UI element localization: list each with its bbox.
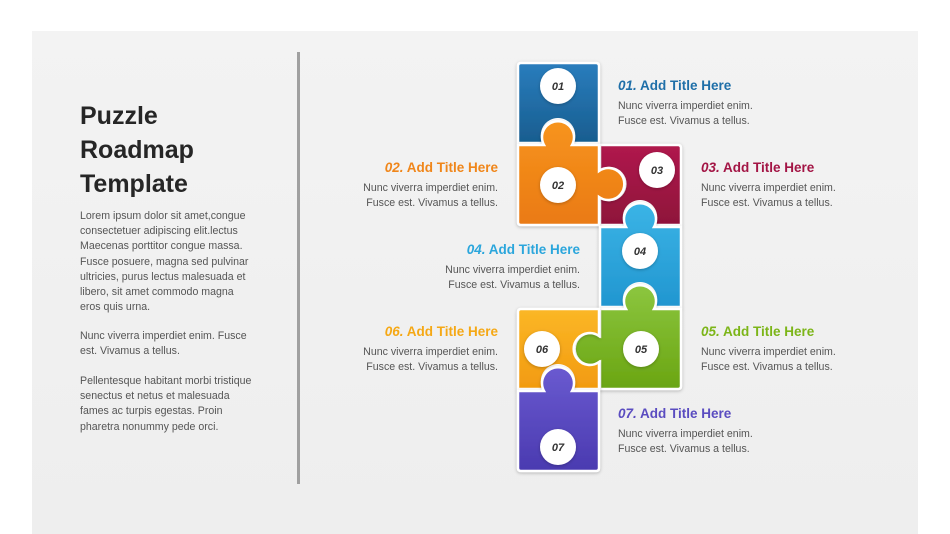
svg-text:06: 06 [536, 344, 549, 356]
step-01-title: 01. Add Title Here [618, 78, 731, 93]
step-04-title: 04. Add Title Here [467, 242, 580, 257]
text-line: libero, sit amet commodo magna [80, 286, 234, 299]
step-title-text: Add Title Here [723, 160, 815, 175]
text-line: Nunc viverra imperdiet enim. [363, 182, 498, 194]
text-line: ultricies, purus lectus malesuada et [80, 270, 246, 283]
text-line: Nunc viverra imperdiet enim. Fusce [80, 330, 247, 342]
step-05-description: Nunc viverra imperdiet enim. Fusce est. … [701, 345, 836, 375]
text-line: Fusce est. Vivamus a tellus. [366, 361, 498, 373]
text-line: consectetuer adipiscing elit.lectus [80, 225, 238, 238]
number-badge-04: 04 [622, 233, 658, 269]
step-07-title: 07. Add Title Here [618, 406, 731, 421]
vertical-divider [297, 52, 300, 484]
step-02-title: 02. Add Title Here [385, 160, 498, 175]
title-line: Roadmap [80, 136, 194, 164]
text-line: Fusce est. Vivamus a tellus. [701, 197, 833, 209]
step-number: 05. [701, 324, 720, 339]
step-title-text: Add Title Here [406, 160, 498, 175]
number-badge-02: 02 [540, 167, 576, 203]
svg-text:03: 03 [651, 165, 663, 177]
svg-text:04: 04 [634, 246, 646, 258]
svg-text:02: 02 [552, 180, 564, 192]
text-line: est. Vivamus a tellus. [80, 345, 180, 358]
page-title: Puzzle Roadmap Template [80, 99, 280, 201]
step-number: 03. [701, 160, 720, 175]
text-line: Fusce est. Vivamus a tellus. [366, 197, 498, 209]
step-05-title: 05. Add Title Here [701, 324, 814, 339]
number-badge-01: 01 [540, 68, 576, 104]
title-line: Puzzle [80, 102, 158, 130]
step-06-description: Nunc viverra imperdiet enim. Fusce est. … [363, 345, 498, 375]
text-line: Maecenas porttitor congue massa. [80, 240, 243, 253]
text-line: Nunc viverra imperdiet enim. [618, 428, 753, 440]
number-badge-05: 05 [623, 331, 659, 367]
text-line: Pellentesque habitant morbi tristique [80, 375, 252, 387]
intro-paragraph: Lorem ipsum dolor sit amet,congue consec… [80, 209, 270, 315]
text-line: eros quis urna. [80, 301, 151, 314]
puzzle-piece-07 [516, 366, 601, 473]
text-line: Nunc viverra imperdiet enim. [363, 346, 498, 358]
svg-text:01: 01 [552, 81, 564, 93]
text-line: Nunc viverra imperdiet enim. [618, 100, 753, 112]
text-line: pharetra nonummy pede orci. [80, 420, 219, 433]
svg-text:07: 07 [552, 442, 565, 454]
step-number: 04. [466, 242, 486, 257]
step-06-title: 06. Add Title Here [385, 324, 498, 339]
third-paragraph: Pellentesque habitant morbi tristique se… [80, 374, 270, 435]
step-title-text: Add Title Here [488, 242, 580, 257]
text-line: senectus et netus et malesuada [80, 390, 230, 403]
text-line: Lorem ipsum dolor sit amet,congue [80, 210, 246, 222]
step-title-text: Add Title Here [640, 406, 732, 421]
text-line: Nunc viverra imperdiet enim. [701, 346, 836, 358]
step-title-text: Add Title Here [723, 324, 815, 339]
step-number: 01. [618, 78, 637, 93]
text-line: Fusce est. Vivamus a tellus. [618, 115, 750, 127]
step-03-title: 03. Add Title Here [701, 160, 814, 175]
second-paragraph: Nunc viverra imperdiet enim. Fusce est. … [80, 329, 270, 359]
text-line: Fusce est. Vivamus a tellus. [618, 443, 750, 455]
slide-background [32, 31, 918, 534]
title-line: Template [80, 170, 188, 198]
step-title-text: Add Title Here [640, 78, 732, 93]
step-number: 06. [384, 324, 404, 339]
svg-text:05: 05 [635, 344, 648, 356]
step-07-description: Nunc viverra imperdiet enim. Fusce est. … [618, 427, 753, 457]
step-03-description: Nunc viverra imperdiet enim. Fusce est. … [701, 181, 836, 211]
step-04-description: Nunc viverra imperdiet enim. Fusce est. … [445, 263, 580, 293]
step-number: 07. [618, 406, 637, 421]
number-badge-06: 06 [524, 331, 560, 367]
number-badge-07: 07 [540, 429, 576, 465]
number-badge-03: 03 [639, 152, 675, 188]
step-title-text: Add Title Here [406, 324, 498, 339]
text-line: Fusce est. Vivamus a tellus. [701, 361, 833, 373]
text-line: Fusce posuere, magna sed pulvinar [80, 255, 249, 268]
step-number: 02. [384, 160, 404, 175]
text-line: Fusce est. Vivamus a tellus. [448, 279, 580, 291]
text-line: Nunc viverra imperdiet enim. [701, 182, 836, 194]
step-01-description: Nunc viverra imperdiet enim. Fusce est. … [618, 99, 753, 129]
text-line: Nunc viverra imperdiet enim. [445, 264, 580, 276]
step-02-description: Nunc viverra imperdiet enim. Fusce est. … [363, 181, 498, 211]
text-line: fames ac turpis egestas. Proin [80, 405, 223, 418]
